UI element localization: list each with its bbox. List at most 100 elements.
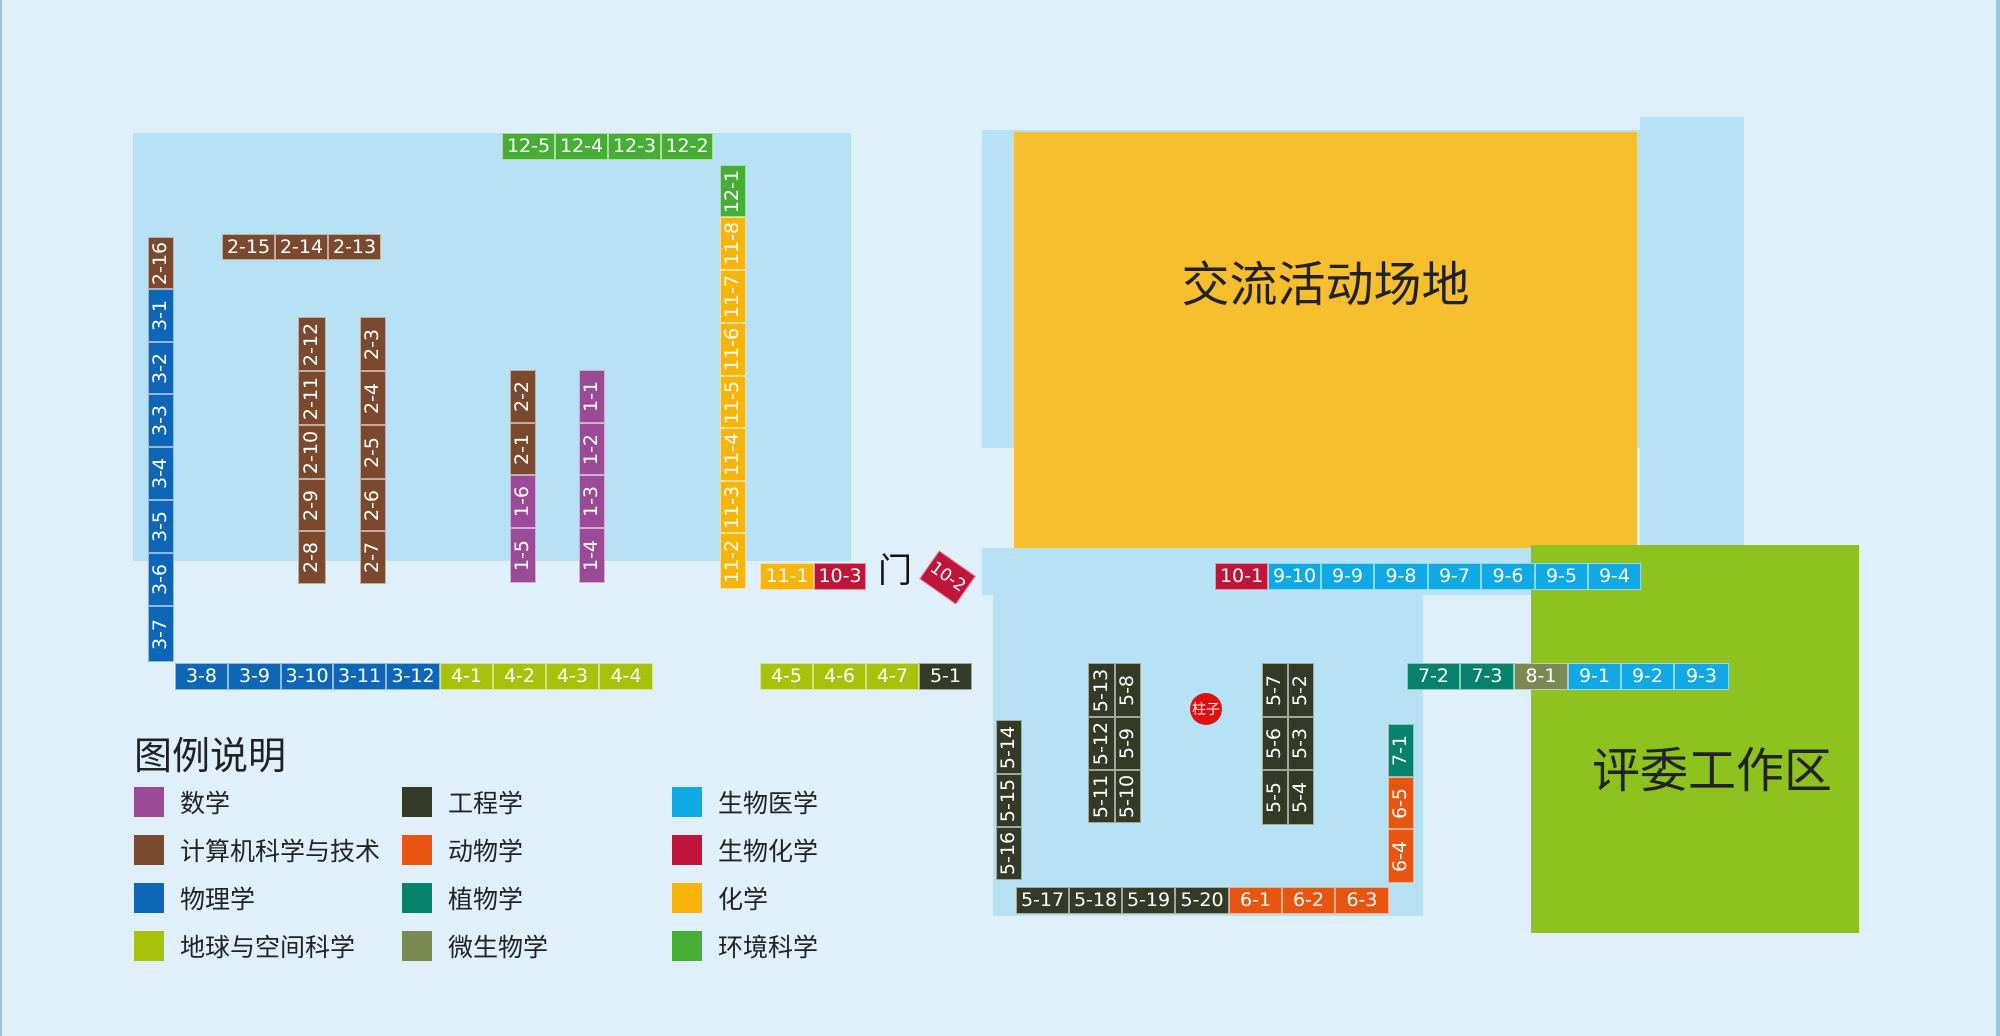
booth[interactable]: 11-3 bbox=[720, 481, 746, 533]
booth[interactable]: 4-1 bbox=[440, 663, 493, 690]
booth[interactable]: 7-2 bbox=[1407, 663, 1460, 690]
booth[interactable]: 5-3 bbox=[1288, 717, 1314, 770]
booth-label: 12-5 bbox=[506, 135, 551, 157]
booth[interactable]: 3-12 bbox=[386, 663, 440, 690]
booth[interactable]: 10-3 bbox=[814, 563, 866, 590]
booth[interactable]: 5-12 bbox=[1088, 717, 1115, 770]
booth[interactable]: 3-7 bbox=[148, 606, 174, 662]
booth[interactable]: 3-8 bbox=[175, 663, 228, 690]
booth[interactable]: 5-18 bbox=[1069, 887, 1122, 914]
booth[interactable]: 2-9 bbox=[298, 479, 326, 531]
booth[interactable]: 6-4 bbox=[1388, 829, 1414, 883]
booth[interactable]: 5-8 bbox=[1115, 663, 1141, 717]
booth[interactable]: 2-12 bbox=[298, 317, 326, 371]
booth[interactable]: 7-3 bbox=[1460, 663, 1514, 690]
booth[interactable]: 5-4 bbox=[1288, 770, 1314, 825]
booth[interactable]: 3-10 bbox=[281, 663, 333, 690]
booth[interactable]: 11-4 bbox=[720, 428, 746, 481]
booth[interactable]: 3-9 bbox=[228, 663, 281, 690]
booth[interactable]: 12-4 bbox=[555, 133, 608, 160]
booth[interactable]: 3-1 bbox=[148, 289, 174, 342]
activity-area[interactable]: 交流活动场地 bbox=[1014, 132, 1637, 548]
booth[interactable]: 12-1 bbox=[720, 165, 746, 217]
booth[interactable]: 3-2 bbox=[148, 342, 174, 394]
booth[interactable]: 10-1 bbox=[1215, 563, 1268, 590]
booth[interactable]: 11-5 bbox=[720, 376, 746, 428]
booth[interactable]: 6-3 bbox=[1335, 887, 1389, 914]
booth[interactable]: 5-9 bbox=[1115, 717, 1141, 770]
booth[interactable]: 1-1 bbox=[579, 370, 605, 423]
booth[interactable]: 2-7 bbox=[360, 531, 386, 584]
booth[interactable]: 11-8 bbox=[720, 217, 746, 270]
booth[interactable]: 1-3 bbox=[579, 475, 605, 528]
booth[interactable]: 5-13 bbox=[1088, 663, 1115, 717]
booth[interactable]: 2-16 bbox=[148, 237, 174, 289]
booth[interactable]: 4-5 bbox=[760, 663, 813, 690]
booth[interactable]: 5-6 bbox=[1262, 717, 1288, 770]
booth[interactable]: 4-4 bbox=[599, 663, 653, 690]
booth[interactable]: 2-14 bbox=[275, 234, 328, 260]
booth[interactable]: 5-16 bbox=[996, 827, 1022, 880]
booth[interactable]: 9-1 bbox=[1568, 663, 1621, 690]
booth[interactable]: 5-2 bbox=[1288, 663, 1314, 717]
booth[interactable]: 3-11 bbox=[333, 663, 386, 690]
booth[interactable]: 9-4 bbox=[1588, 563, 1641, 590]
booth[interactable]: 6-1 bbox=[1229, 887, 1282, 914]
booth[interactable]: 2-11 bbox=[298, 371, 326, 425]
booth[interactable]: 4-2 bbox=[493, 663, 546, 690]
booth[interactable]: 10-2 bbox=[919, 550, 976, 605]
booth[interactable]: 2-4 bbox=[360, 371, 386, 425]
booth[interactable]: 8-1 bbox=[1514, 663, 1568, 690]
booth[interactable]: 5-15 bbox=[996, 774, 1022, 827]
booth[interactable]: 5-17 bbox=[1016, 887, 1069, 914]
booth[interactable]: 5-1 bbox=[919, 663, 972, 690]
booth[interactable]: 12-3 bbox=[608, 133, 661, 160]
booth[interactable]: 9-10 bbox=[1268, 563, 1321, 590]
booth[interactable]: 11-6 bbox=[720, 323, 746, 376]
booth[interactable]: 9-8 bbox=[1374, 563, 1428, 590]
booth[interactable]: 9-2 bbox=[1621, 663, 1674, 690]
booth[interactable]: 9-3 bbox=[1674, 663, 1729, 690]
booth[interactable]: 1-6 bbox=[510, 475, 536, 528]
booth[interactable]: 2-15 bbox=[222, 234, 275, 260]
booth[interactable]: 5-10 bbox=[1115, 770, 1141, 823]
booth[interactable]: 1-5 bbox=[510, 528, 536, 583]
booth[interactable]: 2-6 bbox=[360, 479, 386, 531]
booth[interactable]: 2-2 bbox=[510, 370, 536, 423]
booth[interactable]: 3-5 bbox=[148, 500, 174, 553]
booth[interactable]: 7-1 bbox=[1388, 724, 1414, 777]
booth[interactable]: 5-7 bbox=[1262, 663, 1288, 717]
booth[interactable]: 4-7 bbox=[866, 663, 919, 690]
booth[interactable]: 5-14 bbox=[996, 720, 1022, 774]
booth[interactable]: 5-20 bbox=[1175, 887, 1229, 914]
booth[interactable]: 3-6 bbox=[148, 553, 174, 606]
booth[interactable]: 2-8 bbox=[298, 531, 326, 584]
booth[interactable]: 2-10 bbox=[298, 425, 326, 479]
booth[interactable]: 9-6 bbox=[1481, 563, 1535, 590]
booth[interactable]: 2-5 bbox=[360, 425, 386, 479]
booth[interactable]: 9-7 bbox=[1428, 563, 1481, 590]
booth[interactable]: 5-19 bbox=[1122, 887, 1175, 914]
booth[interactable]: 6-2 bbox=[1282, 887, 1335, 914]
booth[interactable]: 5-5 bbox=[1262, 770, 1288, 825]
booth[interactable]: 11-2 bbox=[720, 533, 746, 589]
booth[interactable]: 4-6 bbox=[813, 663, 866, 690]
booth[interactable]: 9-9 bbox=[1321, 563, 1374, 590]
booth[interactable]: 1-2 bbox=[579, 423, 605, 475]
booth[interactable]: 6-5 bbox=[1388, 777, 1414, 829]
judge-work-area[interactable]: 评委工作区 bbox=[1531, 545, 1859, 933]
booth[interactable]: 2-1 bbox=[510, 423, 536, 475]
booth[interactable]: 11-1 bbox=[760, 563, 814, 590]
booth[interactable]: 4-3 bbox=[546, 663, 599, 690]
booth[interactable]: 1-4 bbox=[579, 528, 605, 583]
booth[interactable]: 3-3 bbox=[148, 394, 174, 447]
booth[interactable]: 2-13 bbox=[328, 234, 381, 260]
booth[interactable]: 11-7 bbox=[720, 270, 746, 323]
booth[interactable]: 3-4 bbox=[148, 447, 174, 500]
booth[interactable]: 12-2 bbox=[661, 133, 713, 160]
booth[interactable]: 2-3 bbox=[360, 317, 386, 371]
booth-label: 7-2 bbox=[1417, 665, 1450, 687]
booth[interactable]: 9-5 bbox=[1535, 563, 1588, 590]
booth[interactable]: 12-5 bbox=[502, 133, 555, 160]
booth[interactable]: 5-11 bbox=[1088, 770, 1115, 823]
